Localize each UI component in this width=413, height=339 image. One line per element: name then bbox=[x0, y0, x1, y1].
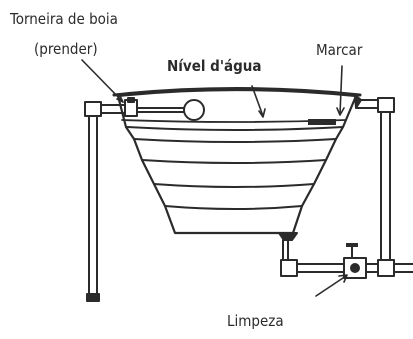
tank-tier-line-5 bbox=[164, 205, 303, 210]
pointer-arrows bbox=[81, 59, 348, 297]
mark-label: Marcar bbox=[316, 41, 363, 59]
arrow-cleaning bbox=[315, 275, 347, 297]
tank-body bbox=[112, 87, 362, 235]
overflow-pipe bbox=[354, 94, 395, 263]
arrow-float-valve bbox=[81, 59, 124, 103]
bottom-outlet bbox=[278, 232, 298, 263]
water-level-label: Nível d'água bbox=[167, 57, 262, 75]
inlet-pipe bbox=[84, 101, 126, 302]
drain-pipe bbox=[280, 259, 413, 277]
mark-bar bbox=[308, 119, 336, 125]
float-valve-label: Torneira de boia bbox=[10, 10, 118, 28]
drain-valve-icon bbox=[343, 243, 367, 279]
tank-tier-line-4 bbox=[153, 183, 315, 188]
tank-tier-line-2 bbox=[133, 138, 337, 143]
float-valve-icon bbox=[124, 97, 205, 121]
float-ball bbox=[183, 99, 205, 121]
tank-tier-line-1 bbox=[125, 126, 344, 131]
arrow-mark bbox=[339, 65, 343, 115]
tank-rim bbox=[112, 87, 362, 97]
float-valve-sublabel: (prender) bbox=[34, 40, 98, 58]
cleaning-label: Limpeza bbox=[227, 312, 284, 330]
tank-tier-line-3 bbox=[141, 159, 327, 164]
arrow-water-level bbox=[251, 85, 264, 117]
